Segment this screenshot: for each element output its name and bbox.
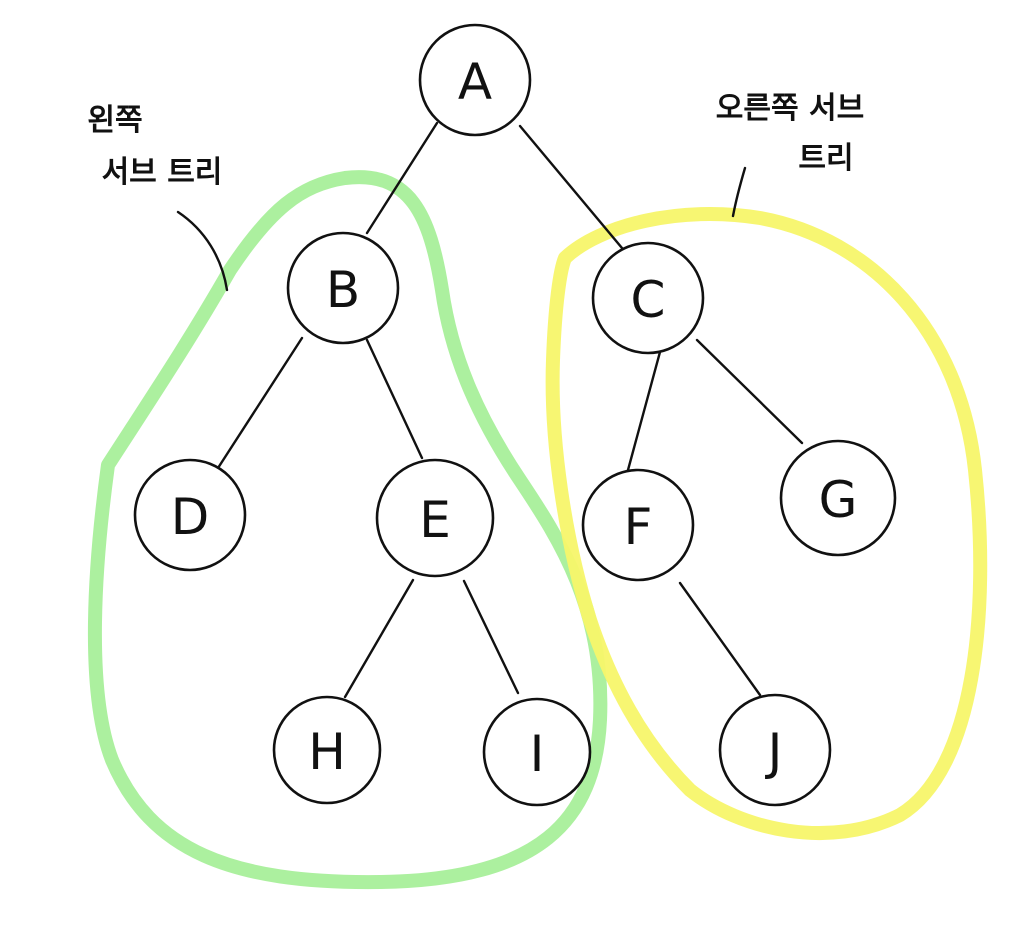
- tree-edges: [216, 121, 804, 699]
- node-b-label: B: [326, 261, 360, 319]
- node-h: H: [272, 695, 382, 805]
- node-c-label: C: [631, 271, 666, 329]
- node-e: E: [375, 458, 495, 578]
- node-f: F: [581, 468, 695, 582]
- left-subtree-note-pointer: [176, 210, 229, 292]
- edge-c-f: [626, 350, 662, 472]
- left-subtree-note-line2: 서브 트리: [102, 155, 223, 190]
- node-b: B: [286, 231, 400, 345]
- tree-nodes: A B C D E F G H: [133, 23, 897, 807]
- node-j: J: [718, 693, 832, 807]
- node-h-label: H: [308, 723, 346, 781]
- edge-f-j: [678, 581, 762, 697]
- node-e-label: E: [419, 491, 451, 549]
- edge-a-c: [518, 124, 634, 262]
- edge-e-i: [462, 579, 520, 695]
- node-a: A: [418, 23, 532, 137]
- right-subtree-note-line1: 오른쪽 서브: [716, 91, 864, 126]
- left-subtree-note-line1: 왼쪽: [87, 103, 142, 138]
- node-g: G: [779, 439, 897, 557]
- node-f-label: F: [624, 498, 653, 556]
- node-g-label: G: [819, 471, 858, 529]
- node-i-label: I: [530, 725, 545, 783]
- right-subtree-note: 오른쪽 서브 트리: [716, 91, 864, 218]
- edge-b-e: [365, 338, 424, 460]
- edge-c-g: [695, 338, 804, 445]
- right-subtree-highlight: [545, 207, 988, 841]
- edge-b-d: [216, 336, 304, 470]
- node-a-label: A: [458, 53, 492, 111]
- node-c: C: [591, 241, 705, 355]
- right-subtree-note-pointer: [731, 166, 747, 218]
- edge-e-h: [343, 578, 415, 699]
- node-d: D: [133, 458, 247, 572]
- node-i: I: [482, 697, 592, 807]
- left-subtree-note: 왼쪽 서브 트리: [87, 103, 229, 292]
- right-subtree-note-line2: 트리: [798, 141, 853, 176]
- node-j-label: J: [765, 723, 783, 781]
- edge-a-b: [365, 121, 439, 235]
- node-d-label: D: [171, 488, 210, 546]
- left-subtree-highlight: [87, 170, 608, 890]
